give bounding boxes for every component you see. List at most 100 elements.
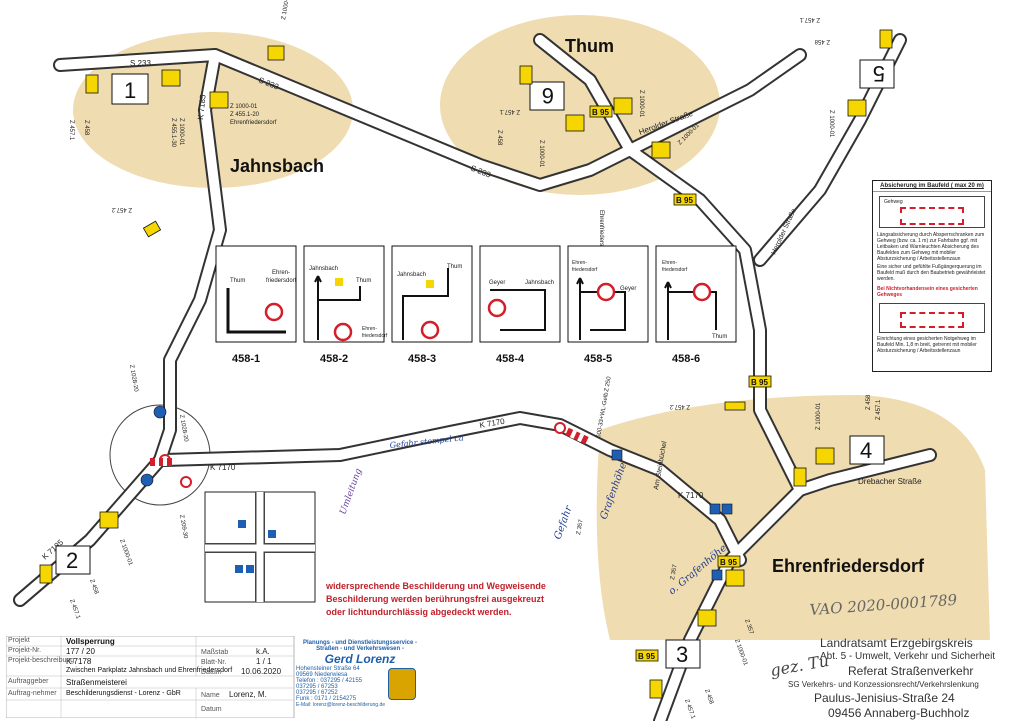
svg-text:2: 2 [66, 548, 78, 573]
area-jahnsbach [73, 32, 353, 188]
company-addr2: 09569 Niederwiesa [296, 672, 348, 678]
svg-text:4: 4 [860, 438, 872, 463]
svg-text:Z 458: Z 458 [866, 394, 872, 410]
svg-text:Z 455.1-30: Z 455.1-30 [170, 118, 176, 148]
legend-text-2: Eine sicher und gefühlte Fußgängerquerun… [877, 264, 986, 282]
road-label-drebacher: Drebacher Straße [858, 477, 922, 486]
legend-text-1: Längsabsicherung durch Absperrschranken … [877, 232, 985, 262]
svg-text:Z 458: Z 458 [83, 120, 89, 136]
svg-text:Z 1000-01: Z 1000-01 [538, 140, 544, 168]
svg-text:Z 1000-01: Z 1000-01 [816, 402, 822, 430]
detour-panel-458-5: Ehren- friedersdorf Geyer 458-5 [567, 245, 649, 365]
svg-text:Z 1000-01: Z 1000-01 [733, 639, 748, 667]
company-header: Planungs - und Dienstleistungsservice - … [302, 640, 418, 652]
legend-box: Absicherung im Baufeld ( max 20 m) Gehwe… [872, 180, 992, 372]
svg-text:Z 457.1: Z 457.1 [68, 120, 74, 141]
company-funk: Funk : 0171 / 2154275 [296, 696, 357, 702]
company-name: Gerd Lorenz [324, 652, 396, 666]
svg-text:Thum: Thum [712, 334, 727, 340]
svg-text:Z 455.1-20: Z 455.1-20 [230, 112, 260, 118]
stamp-line2: Abt. 5 - Umwelt, Verkehr und Sicherheit [820, 651, 996, 662]
svg-text:Z 457.1: Z 457.1 [799, 16, 820, 22]
svg-text:458-1: 458-1 [232, 353, 260, 365]
red-note: widersprechende Beschilderung und Wegwei… [326, 581, 546, 617]
svg-text:Jahnsbach: Jahnsbach [397, 272, 426, 278]
svg-text:458-2: 458-2 [320, 353, 348, 365]
svg-text:458-5: 458-5 [584, 353, 612, 365]
company-tel: Telefon : 037295 / 42155 [296, 678, 363, 684]
station-boxes: 1 2 3 4 5 6 [55, 59, 895, 669]
svg-text:Z 357: Z 357 [743, 619, 754, 636]
svg-text:Umleitung: Umleitung [338, 467, 364, 516]
company-mail: E-Mail: lorenz@lorenz-beschilderung.de [296, 702, 386, 708]
svg-text:Z 1000-01: Z 1000-01 [638, 90, 644, 118]
svg-text:friedersdorf: friedersdorf [572, 267, 598, 273]
svg-text:Gefahr: Gefahr [552, 503, 575, 541]
barriers [150, 427, 589, 466]
legend-diagram-2 [879, 303, 985, 333]
stamp-signature: gez. Tu [768, 650, 831, 681]
svg-text:B 95: B 95 [676, 196, 693, 205]
b95-badges: B 95 B 95 B 95 B 95 B 95 [589, 105, 772, 662]
svg-text:friedersdorf: friedersdorf [266, 278, 297, 284]
inset-detail [204, 491, 316, 603]
company-logo [388, 668, 416, 700]
detour-panel-458-4: Geyer Jahnsbach 458-4 [479, 245, 561, 365]
svg-text:5: 5 [873, 61, 885, 86]
svg-text:Jahnsbach: Jahnsbach [525, 280, 554, 286]
svg-text:Z 1028-20: Z 1028-20 [178, 414, 189, 443]
road-label-herolder-2: Herolder Straße [770, 208, 797, 256]
svg-text:Z 457.1: Z 457.1 [499, 108, 520, 114]
tb-massstab: Maßstab k.A. [201, 647, 270, 656]
svg-text:Z 1000-01: Z 1000-01 [178, 118, 184, 146]
authority-stamp: Landratsamt Erzgebirgskreis Abt. 5 - Umw… [768, 636, 1020, 720]
svg-text:1: 1 [124, 78, 136, 103]
svg-text:458-4: 458-4 [496, 353, 525, 365]
company-box: Planungs - und Dienstleistungsservice - … [296, 640, 424, 718]
svg-text:Z 357: Z 357 [576, 519, 585, 536]
svg-text:Z 1000-01: Z 1000-01 [118, 539, 133, 567]
legend-subtitle: Bei Nichtvorhandensein eines gesicherten… [877, 286, 978, 298]
company-addr1: Hohensteiner Straße 64 [296, 666, 360, 672]
svg-text:Thum: Thum [447, 264, 462, 270]
title-block: Projekt Vollsperrung Projekt-Nr. 177 / 2… [6, 636, 426, 718]
svg-text:Z 457.1: Z 457.1 [68, 599, 81, 621]
road-label-k7185-top: K 7185 [196, 94, 208, 121]
svg-text:friedersdorf: friedersdorf [662, 267, 688, 273]
stamp-line4: SG Verkehrs- und Konzessionsrecht/Verkeh… [788, 680, 979, 689]
svg-text:Thum: Thum [356, 278, 371, 284]
blue-signs [140, 405, 733, 581]
svg-text:B 95: B 95 [638, 652, 655, 661]
title-block-grid [6, 636, 295, 718]
legend-title: Absicherung im Baufeld ( max 20 m) [873, 181, 991, 192]
detour-panel-458-3: Jahnsbach Thum 458-3 [391, 245, 473, 365]
area-name-thum: Thum [565, 36, 614, 56]
svg-text:Z 1028-20: Z 1028-20 [128, 364, 139, 393]
svg-text:Z 209-30: Z 209-30 [178, 514, 188, 539]
company-fax2: 037295 / 67252 [296, 690, 338, 696]
svg-text:Geyer: Geyer [620, 286, 636, 292]
svg-text:Z 458: Z 458 [496, 130, 502, 146]
svg-text:B 95: B 95 [592, 108, 609, 117]
svg-text:6: 6 [542, 83, 554, 108]
svg-text:Thum: Thum [230, 278, 245, 284]
svg-text:Z 357: Z 357 [670, 564, 679, 581]
stamp-line3: Referat Straßenverkehr [848, 664, 974, 678]
road-network [13, 33, 937, 721]
area-thum [440, 15, 720, 195]
svg-text:Ehrenfriedersdorf: Ehrenfriedersdorf [598, 210, 604, 257]
detour-panels: Thum Ehren- friedersdorf 458-1 Jahnsbach… [215, 245, 737, 365]
area-name-jahnsbach: Jahnsbach [230, 156, 324, 176]
svg-text:Z 458: Z 458 [88, 579, 99, 596]
svg-text:Z 457.1: Z 457.1 [683, 699, 696, 721]
road-label-s233-left: S 233 [130, 59, 151, 68]
tb-blatt: Blatt-Nr. 1 / 1 [201, 657, 272, 666]
svg-text:Z 1000-01: Z 1000-01 [230, 104, 258, 110]
svg-text:Ehren-: Ehren- [362, 326, 377, 332]
svg-text:Z 458: Z 458 [703, 689, 714, 706]
legend-text-3: Einrichtung eines gesicherten Notgehweg … [877, 336, 977, 354]
road-label-k7170-left: K 7170 [210, 463, 236, 472]
svg-text:Ehren-: Ehren- [272, 270, 290, 276]
legend-diagram-1: Gehweg [879, 196, 985, 228]
